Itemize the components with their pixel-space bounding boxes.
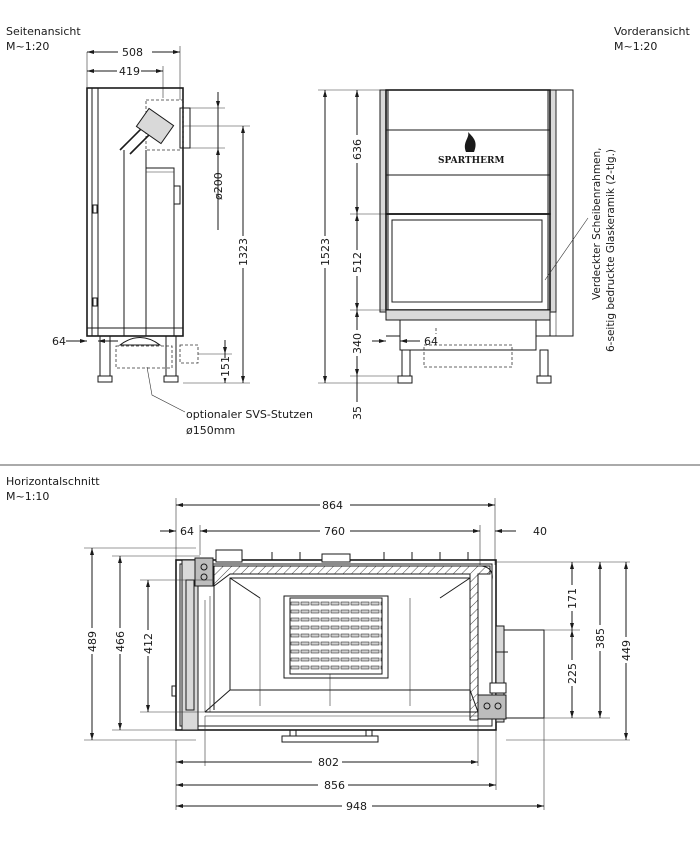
glass-note-line2: 6-seitig bedruckte Glaskeramik (2-tlg.) bbox=[605, 149, 617, 352]
dim-35: 35 bbox=[351, 406, 364, 420]
dim-466: 466 bbox=[114, 631, 127, 652]
dim-64-side: 64 bbox=[52, 335, 66, 348]
section-view-scale: M~1:10 bbox=[6, 490, 49, 503]
dim-489: 489 bbox=[86, 631, 99, 652]
brand-logo-text: SPARTHERM bbox=[438, 156, 504, 166]
dim-40: 40 bbox=[533, 525, 547, 538]
dim-171: 171 bbox=[566, 588, 579, 609]
glass-note-line1: Verdeckter Scheibenrahmen, bbox=[591, 147, 603, 300]
dim-856: 856 bbox=[324, 779, 345, 792]
section-view-title: Horizontalschnitt bbox=[6, 475, 100, 488]
front-glass bbox=[385, 213, 551, 311]
dim-636: 636 bbox=[351, 139, 364, 160]
dim-64-section: 64 bbox=[180, 525, 194, 538]
dim-1323: 1323 bbox=[237, 238, 250, 266]
dim-151: 151 bbox=[219, 356, 232, 377]
svs-note-line1: optionaler SVS-Stutzen bbox=[186, 408, 313, 421]
dim-419: 419 bbox=[119, 65, 140, 78]
side-view-scale: M~1:20 bbox=[6, 40, 49, 53]
dim-412: 412 bbox=[142, 633, 155, 654]
dim-760: 760 bbox=[324, 525, 345, 538]
front-view-title: Vorderansicht bbox=[614, 25, 691, 38]
side-view: Seitenansicht M~1:20 508 419 bbox=[6, 25, 313, 437]
dim-64-front: 64 bbox=[424, 335, 438, 348]
side-view-title: Seitenansicht bbox=[6, 25, 81, 38]
dim-1523: 1523 bbox=[319, 238, 332, 266]
front-view-scale: M~1:20 bbox=[614, 40, 657, 53]
dim-385: 385 bbox=[594, 628, 607, 649]
dim-225: 225 bbox=[566, 663, 579, 684]
dim-948: 948 bbox=[346, 800, 367, 813]
front-view: Vorderansicht M~1:20 SPARTHERM bbox=[318, 25, 691, 422]
dim-449: 449 bbox=[620, 640, 633, 661]
dim-864: 864 bbox=[322, 499, 343, 512]
door-handle bbox=[281, 735, 379, 743]
section-view: Horizontalschnitt M~1:10 864 64 760 40 bbox=[6, 475, 633, 813]
svs-note-line2: ø150mm bbox=[186, 424, 235, 437]
dim-340: 340 bbox=[351, 333, 364, 354]
flame-logo-icon bbox=[464, 132, 476, 152]
dim-802: 802 bbox=[318, 756, 339, 769]
dim-508: 508 bbox=[122, 46, 143, 59]
firebox-grate bbox=[289, 597, 383, 675]
dim-512: 512 bbox=[351, 252, 364, 273]
dim-200: ø200 bbox=[212, 172, 225, 200]
